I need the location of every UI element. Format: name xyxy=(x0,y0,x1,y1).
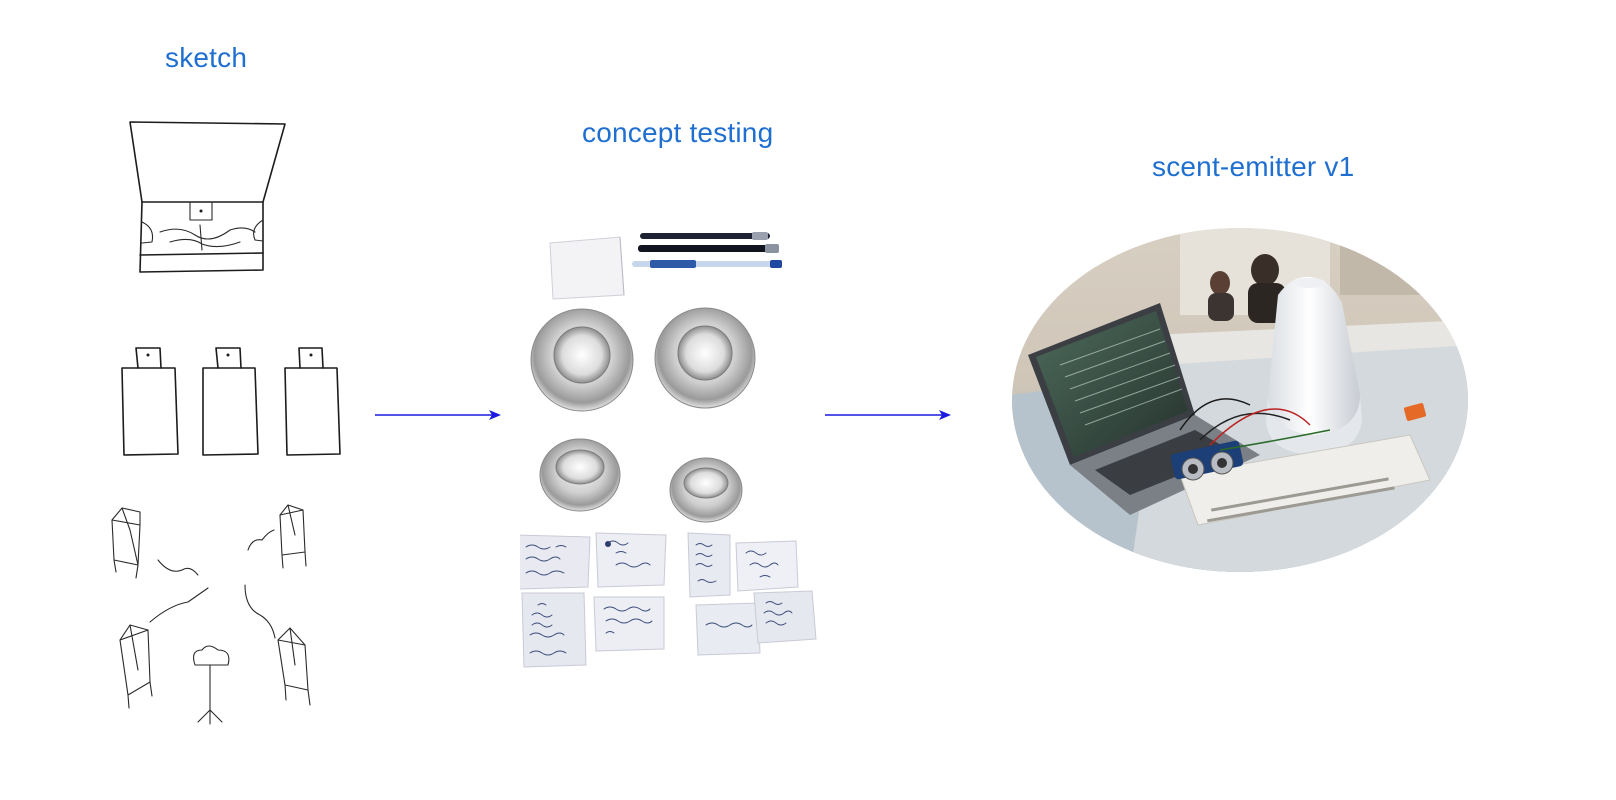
glass-holder-1 xyxy=(539,438,621,512)
stage-title-sketch: sketch xyxy=(165,42,248,73)
stage-title-concept-testing: concept testing xyxy=(582,117,774,148)
right-arrow-icon xyxy=(375,405,505,425)
note-2 xyxy=(595,532,667,588)
stage-title-scent-emitter: scent-emitter v1 xyxy=(1152,151,1355,182)
note-4 xyxy=(735,540,799,592)
booth-sketch xyxy=(129,121,286,273)
chairs-layout-sketch xyxy=(111,504,311,725)
pens xyxy=(632,232,782,268)
scent-emitter-photo xyxy=(1010,225,1470,575)
concept-testing-photo xyxy=(520,215,850,680)
paper-pad xyxy=(549,236,625,300)
note-6 xyxy=(593,596,665,652)
note-7 xyxy=(695,602,761,656)
note-1 xyxy=(520,534,591,590)
note-8 xyxy=(753,590,817,644)
glass-dish-2 xyxy=(654,307,756,409)
handwritten-notes xyxy=(520,532,817,668)
right-arrow-icon xyxy=(825,405,955,425)
three-panels-sketch xyxy=(121,347,341,456)
glass-holder-2 xyxy=(669,457,743,523)
sketch-drawing xyxy=(100,110,350,760)
note-3 xyxy=(687,532,731,598)
glass-dish-1 xyxy=(530,308,634,412)
note-5 xyxy=(521,592,587,668)
